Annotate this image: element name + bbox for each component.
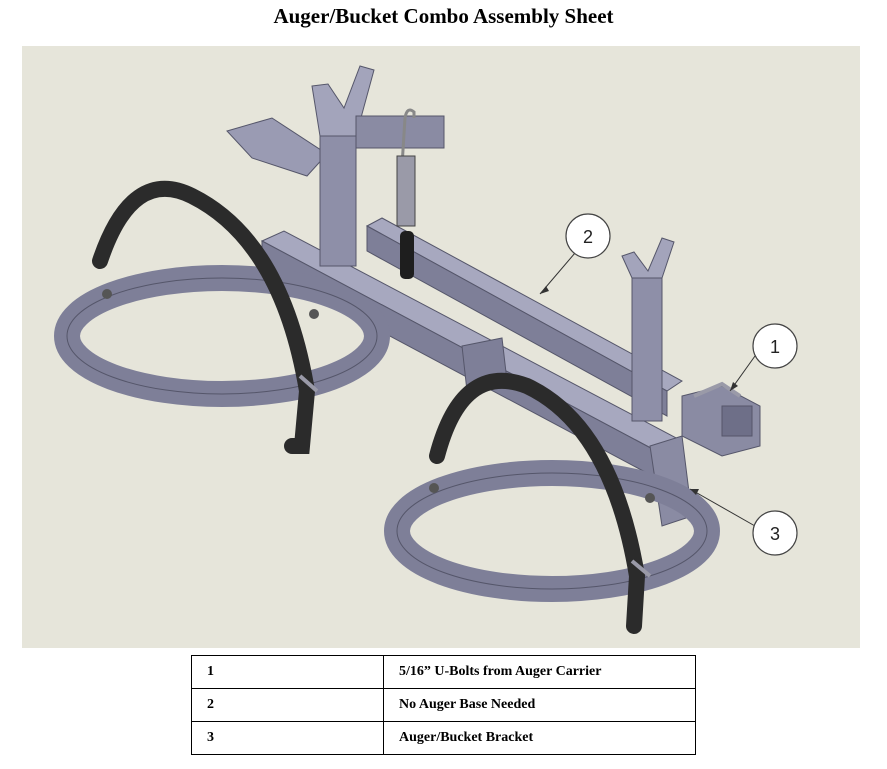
latch-body xyxy=(396,155,416,227)
left-strap xyxy=(92,180,316,454)
part-description: Auger/Bucket Bracket xyxy=(383,721,696,755)
callout-3-arrow xyxy=(690,489,699,495)
right-ring-outline xyxy=(396,472,708,590)
left-strap-hook xyxy=(298,374,319,393)
part-number: 1 xyxy=(191,655,384,689)
callout-3-label: 3 xyxy=(770,524,780,544)
callout-2-arrow xyxy=(540,286,549,294)
callout-2-label: 2 xyxy=(583,227,593,247)
callout-3-leader xyxy=(689,488,756,527)
right-ring-hole-2 xyxy=(645,493,655,503)
upper-tube-side xyxy=(366,225,668,417)
u-bolt xyxy=(693,381,742,398)
callout-1: 1 xyxy=(752,323,798,369)
callout-1-arrow xyxy=(730,382,738,391)
part-description: 5/16” U-Bolts from Auger Carrier xyxy=(383,655,696,689)
callout-2: 2 xyxy=(565,213,611,259)
latch-plate xyxy=(355,115,445,149)
assembly-illustration: 2 1 3 xyxy=(22,46,860,648)
right-ring-hole xyxy=(429,483,439,493)
page-title: Auger/Bucket Combo Assembly Sheet xyxy=(273,4,614,28)
callout-1-label: 1 xyxy=(770,337,780,357)
latch-hook xyxy=(400,108,416,167)
right-post xyxy=(631,270,663,422)
part-number: 2 xyxy=(191,688,384,722)
left-post xyxy=(319,130,357,267)
table-row: 1 5/16” U-Bolts from Auger Carrier xyxy=(191,655,696,689)
latch-grip xyxy=(400,231,414,279)
callout-3: 3 xyxy=(752,510,798,556)
left-ring-hole-2 xyxy=(309,309,319,319)
assembly-drawing: 2 1 3 xyxy=(22,46,860,648)
part-description: No Auger Base Needed xyxy=(383,688,696,722)
table-row: 2 No Auger Base Needed xyxy=(191,688,696,722)
right-strap-hook xyxy=(630,559,652,578)
receiver-opening xyxy=(721,405,753,437)
part-number: 3 xyxy=(191,721,384,755)
left-ring-outline xyxy=(66,277,378,395)
mount-plate xyxy=(226,117,328,177)
right-cradle xyxy=(621,237,675,279)
table-row: 3 Auger/Bucket Bracket xyxy=(191,721,696,755)
right-strap xyxy=(429,372,646,634)
left-ring-hole xyxy=(102,289,112,299)
parts-table: 1 5/16” U-Bolts from Auger Carrier 2 No … xyxy=(191,655,696,755)
